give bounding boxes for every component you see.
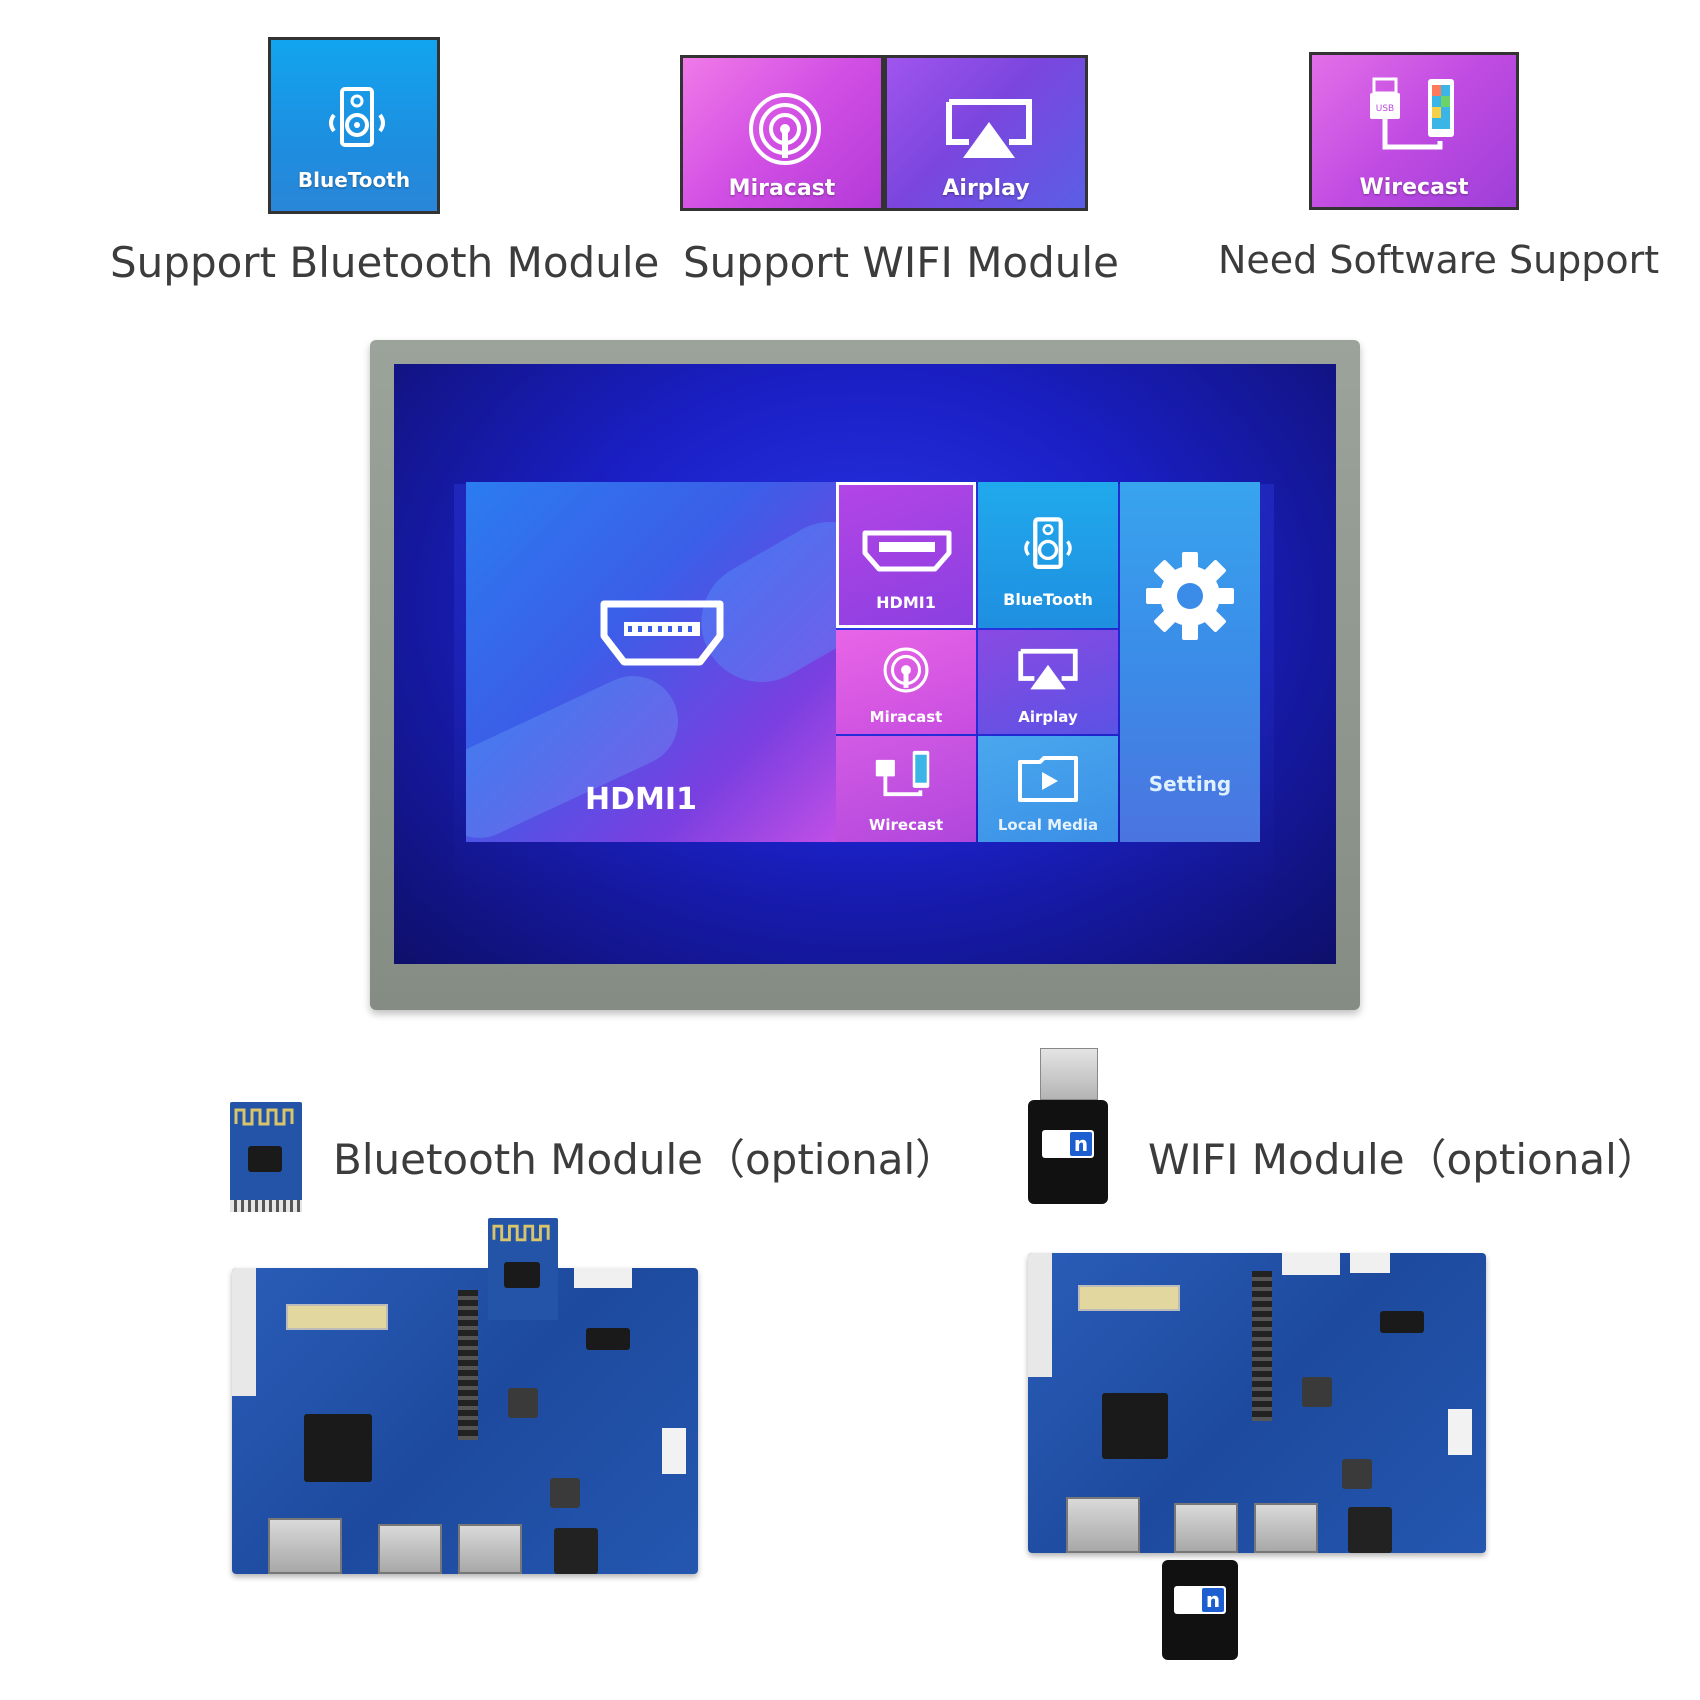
svg-text:USB: USB	[1376, 104, 1394, 114]
connector-ribbon	[1078, 1285, 1180, 1311]
speaker-icon	[1024, 517, 1072, 570]
bluetooth-label: BlueTooth	[1003, 590, 1093, 609]
bluetooth-module-label: Bluetooth Module（optional）	[333, 1135, 958, 1184]
menu-tile-airplay[interactable]: Airplay	[978, 630, 1118, 734]
cast-signal-icon	[749, 93, 821, 165]
connector-ribbon	[286, 1304, 388, 1330]
gear-icon	[1146, 552, 1234, 640]
inductor-2	[1342, 1459, 1372, 1489]
lcd-screen: HDMI1 HDMI1 BlueTooth	[394, 364, 1336, 964]
audio-jack	[1348, 1507, 1392, 1553]
menu-tile-wirecast[interactable]: Wirecast	[836, 736, 976, 842]
antenna-trace-icon	[492, 1224, 550, 1242]
usb-port-2	[458, 1524, 522, 1574]
airplay-tile-label: Airplay	[942, 176, 1030, 201]
bt-ic	[248, 1146, 282, 1172]
airplay-icon	[1018, 648, 1078, 690]
bt-pins	[230, 1200, 302, 1212]
connector-white	[1028, 1253, 1052, 1377]
hdmi-main-label: HDMI1	[585, 782, 697, 817]
bluetooth-tile: BlueTooth	[268, 37, 440, 214]
miracast-tile-label: Miracast	[728, 176, 836, 201]
wifi-module-label: WIFI Module（optional）	[1148, 1135, 1659, 1184]
side-connector	[1448, 1409, 1472, 1455]
menu-tile-local-media[interactable]: Local Media	[978, 736, 1118, 842]
wirecast-tile-label: Wirecast	[1359, 175, 1469, 200]
caption-wirecast: Need Software Support	[1218, 238, 1660, 282]
miracast-tile: Miracast	[680, 55, 884, 211]
usb-port-1	[378, 1524, 442, 1574]
miracast-label: Miracast	[869, 708, 943, 726]
menu-tile-hdmi-small[interactable]: HDMI1	[836, 482, 976, 628]
inductor-1	[1302, 1377, 1332, 1407]
speaker-icon	[329, 87, 385, 147]
caption-bluetooth: Support Bluetooth Module	[110, 238, 660, 287]
wifi-dongle-body: n	[1028, 1100, 1108, 1204]
white-connector-2	[1350, 1253, 1390, 1273]
white-connector	[1282, 1253, 1340, 1275]
usb-port-1	[1174, 1503, 1238, 1553]
antenna-trace-icon	[234, 1108, 294, 1126]
airplay-icon	[946, 99, 1032, 158]
menu-tile-miracast[interactable]: Miracast	[836, 630, 976, 734]
menu-tile-setting[interactable]: Setting	[1120, 482, 1260, 842]
usb-plug	[1040, 1048, 1098, 1100]
bluetooth-tile-label: BlueTooth	[297, 168, 411, 192]
folder-play-icon	[1018, 756, 1078, 802]
hdmi-small-label: HDMI1	[876, 593, 936, 612]
caption-wifi: Support WIFI Module	[683, 238, 1119, 287]
side-connector	[662, 1428, 686, 1474]
local-media-label: Local Media	[997, 816, 1099, 834]
bluetooth-module-mounted	[488, 1218, 558, 1320]
bluetooth-module-chip	[230, 1102, 302, 1212]
inductor-2	[550, 1478, 580, 1508]
main-soc	[304, 1414, 372, 1482]
main-soc	[1102, 1393, 1168, 1459]
wifi-dongle-mounted: n	[1162, 1560, 1238, 1660]
wifi-n-badge: n	[1070, 1132, 1092, 1156]
ic-small	[1380, 1311, 1424, 1333]
audio-jack	[554, 1528, 598, 1574]
bt-ic	[504, 1262, 540, 1288]
ic-small	[586, 1328, 630, 1350]
airplay-label: Airplay	[1018, 708, 1078, 726]
menu-tile-hdmi-main[interactable]: HDMI1	[466, 482, 836, 842]
wirecast-tile: USB Wirecast	[1309, 52, 1519, 210]
usb-phone-icon	[875, 750, 930, 797]
setting-label: Setting	[1148, 772, 1232, 796]
menu-tile-bluetooth[interactable]: BlueTooth	[978, 482, 1118, 628]
hdmi-small-icon	[862, 530, 952, 572]
inductor-1	[508, 1388, 538, 1418]
wirecast-label: Wirecast	[868, 816, 944, 834]
connector-white	[232, 1268, 256, 1396]
wifi-n-badge: n	[1202, 1588, 1224, 1612]
lcd-monitor: HDMI1 HDMI1 BlueTooth	[370, 340, 1360, 1010]
header-pins	[1252, 1271, 1272, 1421]
usb-phone-icon: USB	[1370, 77, 1454, 150]
white-connector	[574, 1268, 632, 1288]
hdmi-port	[268, 1518, 342, 1574]
cast-signal-icon	[883, 647, 929, 693]
usb-port-2	[1254, 1503, 1318, 1553]
header-pins	[458, 1290, 478, 1440]
board-wifi	[1028, 1253, 1486, 1553]
board-bluetooth	[232, 1268, 698, 1574]
hdmi-icon	[600, 600, 724, 666]
airplay-tile: Airplay	[884, 55, 1088, 211]
hdmi-port	[1066, 1497, 1140, 1553]
